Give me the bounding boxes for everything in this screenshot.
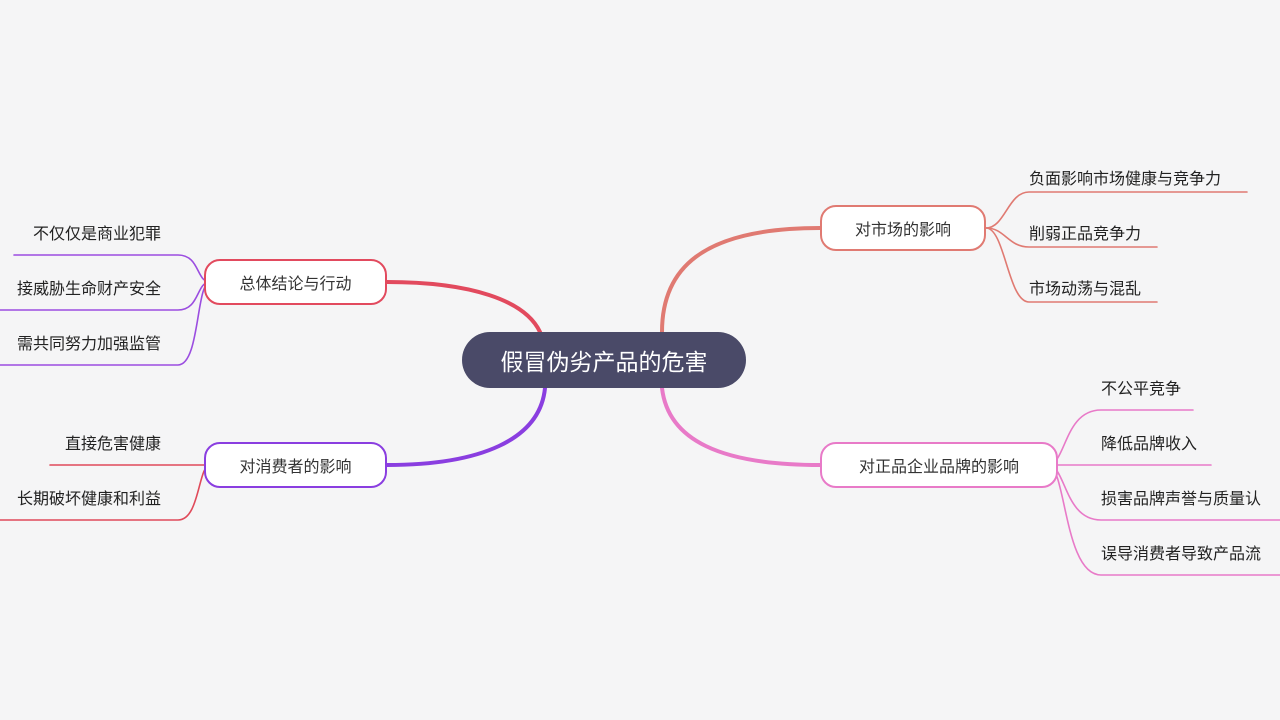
root-topic[interactable]: 假冒伪劣产品的危害 bbox=[462, 332, 746, 388]
branch-topic-market[interactable]: 对市场的影响 bbox=[820, 205, 986, 251]
connector-market-sub-1 bbox=[985, 191, 1248, 229]
subtopic-consumer-1[interactable]: 直接危害健康 bbox=[64, 434, 161, 453]
subtopic-brand-1[interactable]: 不公平竞争 bbox=[1101, 379, 1182, 398]
subtopic-market-2[interactable]: 削弱正品竞争力 bbox=[1029, 224, 1142, 243]
connector-market-sub-2 bbox=[985, 227, 1158, 248]
subtopic-brand-2[interactable]: 降低品牌收入 bbox=[1101, 434, 1198, 453]
subtopic-conclusion-1[interactable]: 不仅仅是商业犯罪 bbox=[32, 224, 161, 243]
subtopic-brand-4[interactable]: 误导消费者导致产品流 bbox=[1101, 544, 1262, 563]
subtopic-consumer-2[interactable]: 长期破坏健康和利益 bbox=[16, 489, 161, 508]
subtopic-market-1[interactable]: 负面影响市场健康与竞争力 bbox=[1029, 169, 1222, 188]
connector-market-sub-3 bbox=[985, 227, 1158, 303]
connector-root-consumer bbox=[385, 386, 547, 467]
subtopic-conclusion-3[interactable]: 需共同努力加强监管 bbox=[16, 334, 161, 353]
branch-topic-conclusion[interactable]: 总体结论与行动 bbox=[204, 259, 387, 305]
subtopic-market-3[interactable]: 市场动荡与混乱 bbox=[1029, 279, 1142, 298]
branch-topic-consumer[interactable]: 对消费者的影响 bbox=[204, 442, 387, 488]
branch-topic-brand[interactable]: 对正品企业品牌的影响 bbox=[820, 442, 1058, 488]
connector-root-market bbox=[660, 226, 822, 334]
connector-root-conclusion bbox=[385, 280, 542, 334]
subtopic-brand-3[interactable]: 损害品牌声誉与质量认 bbox=[1101, 489, 1262, 508]
subtopic-conclusion-2[interactable]: 接威胁生命财产安全 bbox=[16, 279, 161, 298]
connector-root-brand bbox=[660, 386, 822, 467]
